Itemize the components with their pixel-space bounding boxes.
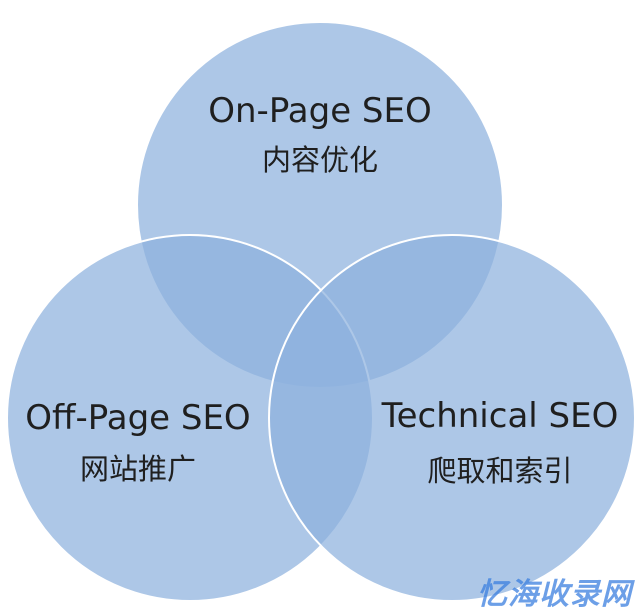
technical-subtitle: 爬取和索引 — [427, 454, 572, 488]
off-page-title: Off-Page SEO — [25, 398, 250, 438]
venn-circle-technical — [268, 234, 636, 602]
off-page-subtitle: 网站推广 — [80, 452, 196, 486]
on-page-subtitle: 内容优化 — [262, 143, 378, 177]
on-page-title: On-Page SEO — [208, 91, 432, 131]
technical-title: Technical SEO — [381, 396, 619, 436]
site-watermark: 忆海收录网 — [477, 577, 632, 612]
